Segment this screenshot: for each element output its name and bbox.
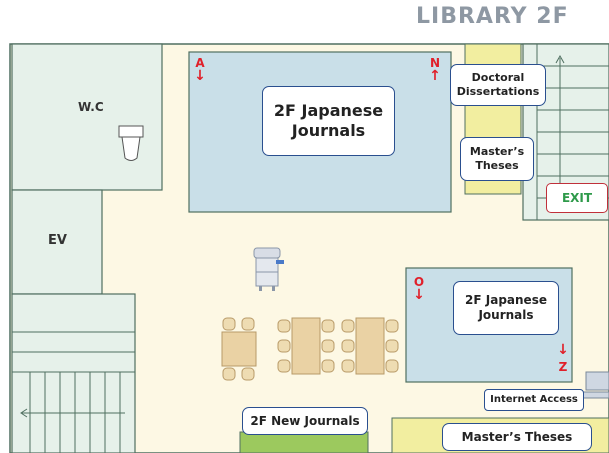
japanese-journals-lower-label: 2F Japanese Journals (453, 281, 559, 335)
stairwell-left (11, 293, 136, 453)
chair-icon (385, 339, 399, 353)
chair-icon (241, 367, 255, 381)
arrow-down-icon: ↓ (194, 68, 206, 84)
shelf-marker-n-letter: N (429, 56, 441, 70)
shelf-marker-n: N ↑ (428, 57, 442, 83)
masters-theses-lower-label: Master’s Theses (442, 423, 592, 451)
chair-icon (341, 319, 355, 333)
shelf-marker-z: ↓ Z (556, 343, 570, 373)
chair-icon (241, 317, 255, 331)
wc-room (11, 43, 163, 191)
japanese-journals-upper-label: 2F Japanese Journals (262, 86, 395, 156)
chair-icon (277, 339, 291, 353)
shelf-marker-a: A ↓ (193, 57, 207, 83)
toilet-icon (118, 125, 144, 161)
shelf-marker-z-letter: Z (558, 360, 568, 374)
chair-icon (341, 339, 355, 353)
chair-icon (277, 319, 291, 333)
chair-icon (222, 317, 236, 331)
shelf-marker-a-letter: A (195, 56, 205, 70)
shelf-marker-o-letter: O (413, 275, 425, 289)
chair-icon (321, 359, 335, 373)
reading-table-middle (277, 317, 335, 375)
chair-icon (222, 367, 236, 381)
masters-theses-upper-label: Master’s Theses (460, 137, 534, 181)
chair-icon (321, 339, 335, 353)
internet-access-label: Internet Access (484, 389, 584, 411)
wc-label: W.C (78, 100, 104, 114)
chair-icon (321, 319, 335, 333)
reading-table-left (221, 317, 257, 381)
new-journals-label: 2F New Journals (242, 407, 368, 435)
arrow-down-icon: ↓ (413, 287, 425, 303)
ev-room (11, 189, 103, 295)
arrow-up-icon: ↑ (429, 68, 441, 84)
ev-label: EV (48, 233, 67, 248)
arrow-down-icon: ↓ (557, 342, 569, 358)
chair-icon (341, 359, 355, 373)
chair-icon (277, 359, 291, 373)
shelf-marker-o: O ↓ (412, 276, 426, 302)
map-title: LIBRARY 2F (416, 4, 569, 29)
chair-icon (385, 319, 399, 333)
new-journals-shelf (239, 431, 369, 453)
copier-icon (253, 247, 284, 291)
doctoral-dissertations-label: Doctoral Dissertations (450, 64, 546, 106)
exit-sign: EXIT (546, 183, 608, 213)
chair-icon (385, 359, 399, 373)
reading-table-right (341, 317, 399, 375)
